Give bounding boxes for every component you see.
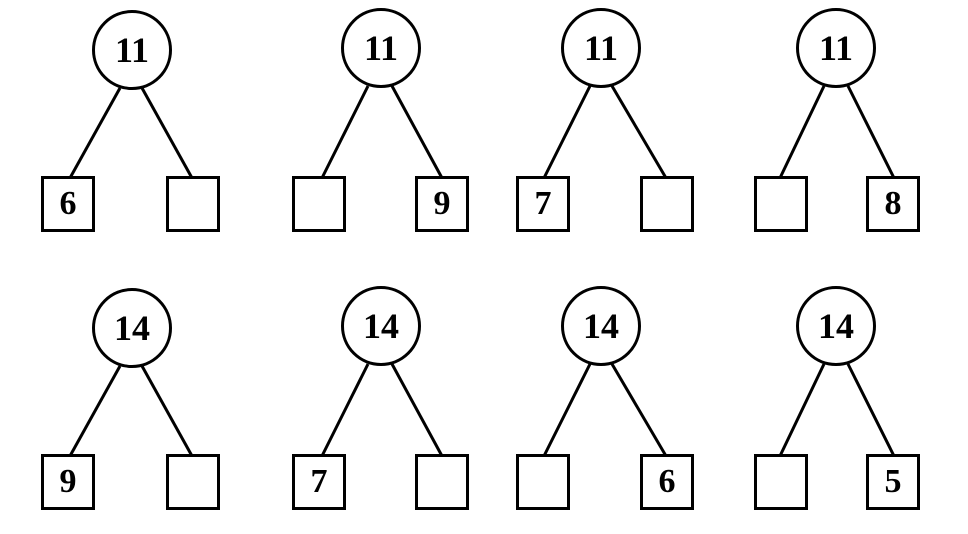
bond-6-right-line bbox=[390, 363, 444, 457]
bond-6-left-line bbox=[320, 363, 370, 457]
right-part-box[interactable]: 6 bbox=[640, 454, 694, 510]
bond-1-left-line bbox=[68, 87, 122, 179]
left-part-box[interactable]: 9 bbox=[41, 454, 95, 510]
bond-3-left-line bbox=[542, 85, 592, 179]
bond-5-right-line bbox=[140, 365, 194, 457]
whole-circle: 14 bbox=[561, 286, 641, 366]
whole-circle: 14 bbox=[92, 288, 172, 368]
bond-5-left-line bbox=[68, 365, 122, 457]
left-part-box[interactable]: 7 bbox=[516, 176, 570, 232]
whole-circle: 11 bbox=[561, 8, 641, 88]
whole-circle: 11 bbox=[92, 10, 172, 90]
whole-circle: 14 bbox=[796, 286, 876, 366]
left-part-box[interactable]: 6 bbox=[41, 176, 95, 232]
bond-1-right-line bbox=[140, 87, 194, 179]
bond-7-right-line bbox=[610, 363, 668, 457]
bond-3-right-line bbox=[610, 85, 668, 179]
bond-2-left-line bbox=[320, 85, 370, 179]
bond-8-right-line bbox=[846, 363, 896, 457]
right-part-box[interactable]: 9 bbox=[415, 176, 469, 232]
left-part-box[interactable] bbox=[292, 176, 346, 232]
left-part-box[interactable] bbox=[516, 454, 570, 510]
right-part-box[interactable] bbox=[415, 454, 469, 510]
left-part-box[interactable] bbox=[754, 454, 808, 510]
whole-circle: 14 bbox=[341, 286, 421, 366]
right-part-box[interactable]: 8 bbox=[866, 176, 920, 232]
whole-circle: 11 bbox=[796, 8, 876, 88]
right-part-box[interactable] bbox=[166, 454, 220, 510]
left-part-box[interactable]: 7 bbox=[292, 454, 346, 510]
right-part-box[interactable]: 5 bbox=[866, 454, 920, 510]
bond-2-right-line bbox=[390, 85, 444, 179]
left-part-box[interactable] bbox=[754, 176, 808, 232]
bond-4-left-line bbox=[778, 85, 826, 179]
bond-8-left-line bbox=[778, 363, 826, 457]
bond-4-right-line bbox=[846, 85, 896, 179]
bond-7-left-line bbox=[542, 363, 592, 457]
right-part-box[interactable] bbox=[640, 176, 694, 232]
whole-circle: 11 bbox=[341, 8, 421, 88]
right-part-box[interactable] bbox=[166, 176, 220, 232]
